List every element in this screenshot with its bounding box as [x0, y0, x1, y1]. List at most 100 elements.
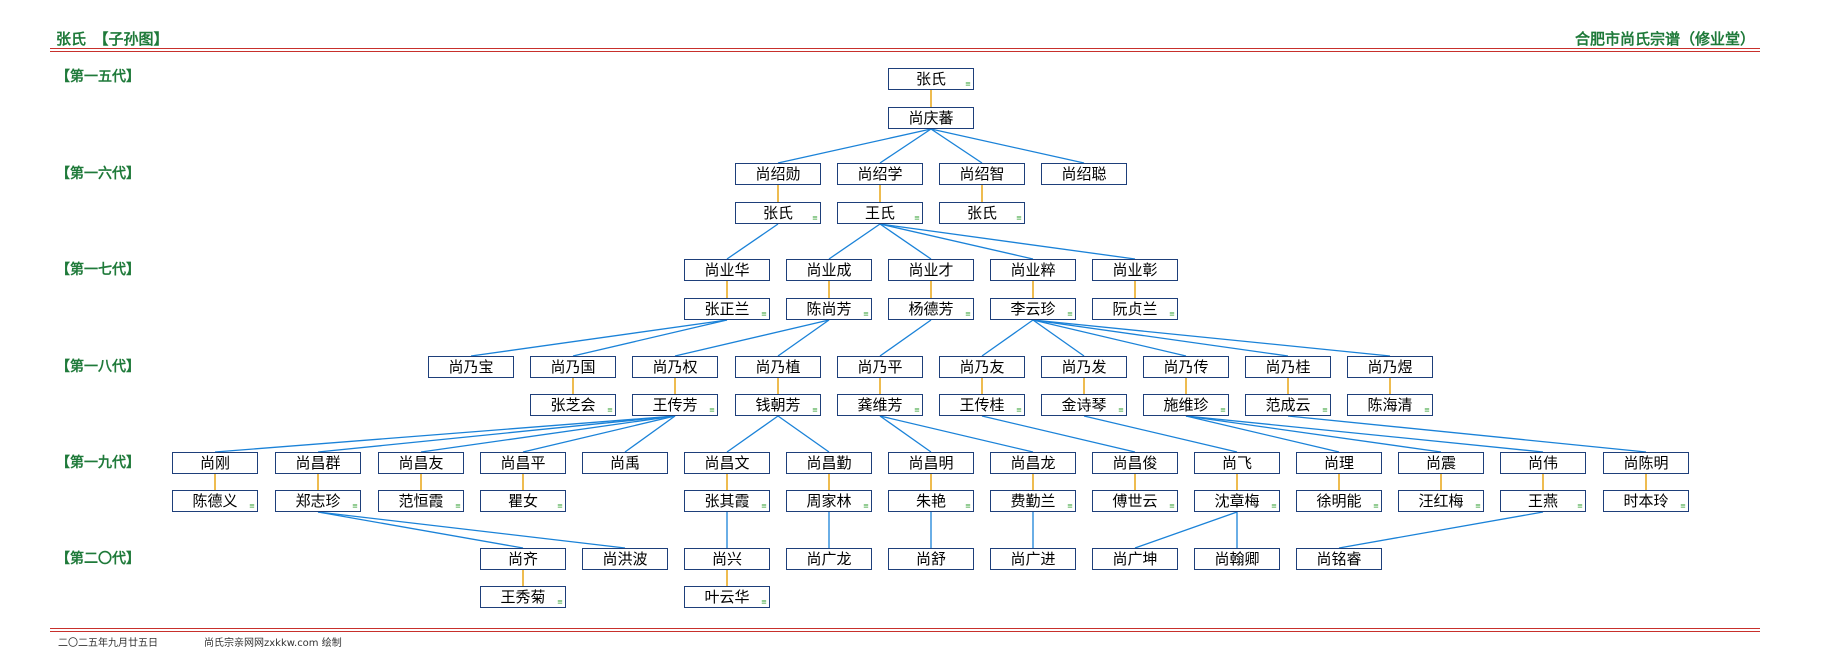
person-node[interactable]: 尚昌文 — [684, 452, 770, 474]
person-node[interactable]: 尚乃友 — [939, 356, 1025, 378]
descendant-connector — [981, 415, 1136, 453]
person-name: 尚昌群 — [295, 454, 341, 472]
person-name: 陈德义 — [192, 492, 238, 510]
spouse-node[interactable]: 张芝会≡ — [530, 394, 616, 416]
spouse-node[interactable]: 王传桂≡ — [939, 394, 1025, 416]
spouse-node[interactable]: 叶云华≡ — [684, 586, 770, 608]
spouse-node[interactable]: 傅世云≡ — [1092, 490, 1178, 512]
person-node[interactable]: 尚绍聪 — [1041, 163, 1127, 185]
spouse-node[interactable]: 费勤兰≡ — [990, 490, 1076, 512]
person-node[interactable]: 尚昌勤 — [786, 452, 872, 474]
generation-label-17: 【第一七代】 — [56, 262, 140, 278]
person-node[interactable]: 尚洪波 — [582, 548, 668, 570]
spouse-node[interactable]: 张其霞≡ — [684, 490, 770, 512]
descendant-connector — [981, 319, 1034, 357]
person-name: 朱艳 — [915, 492, 946, 510]
person-name: 郑志珍 — [295, 492, 341, 510]
person-node[interactable]: 尚业才 — [888, 259, 974, 281]
descendant-connector — [317, 511, 626, 549]
person-node[interactable]: 尚乃植 — [735, 356, 821, 378]
spouse-marker-icon: ≡ — [1424, 406, 1430, 414]
person-name: 尚铭睿 — [1316, 550, 1362, 568]
person-node[interactable]: 尚乃传 — [1143, 356, 1229, 378]
spouse-node[interactable]: 陈海清≡ — [1347, 394, 1433, 416]
person-node[interactable]: 尚绍智 — [939, 163, 1025, 185]
person-node[interactable]: 尚刚 — [172, 452, 258, 474]
spouse-marker-icon: ≡ — [863, 502, 869, 510]
person-node[interactable]: 尚陈明 — [1603, 452, 1689, 474]
spouse-node[interactable]: 王燕≡ — [1500, 490, 1586, 512]
spouse-node[interactable]: 徐明能≡ — [1296, 490, 1382, 512]
spouse-node[interactable]: 王传芳≡ — [632, 394, 718, 416]
person-node[interactable]: 尚庆蕃 — [888, 107, 974, 129]
spouse-node[interactable]: 张正兰≡ — [684, 298, 770, 320]
spouse-node[interactable]: 郑志珍≡ — [275, 490, 361, 512]
person-node[interactable]: 尚昌平 — [480, 452, 566, 474]
person-node[interactable]: 尚乃煜 — [1347, 356, 1433, 378]
spouse-node[interactable]: 王秀菊≡ — [480, 586, 566, 608]
generation-label-15: 【第一五代】 — [56, 69, 140, 85]
person-node[interactable]: 尚舒 — [888, 548, 974, 570]
person-name: 尚乃平 — [857, 358, 903, 376]
descendant-connector — [777, 415, 830, 453]
person-node[interactable]: 尚昌俊 — [1092, 452, 1178, 474]
spouse-node[interactable]: 张氏≡ — [939, 202, 1025, 224]
person-name: 尚洪波 — [602, 550, 648, 568]
spouse-node[interactable]: 瞿女≡ — [480, 490, 566, 512]
person-node[interactable]: 尚乃国 — [530, 356, 616, 378]
person-node[interactable]: 尚昌友 — [378, 452, 464, 474]
person-node[interactable]: 尚齐 — [480, 548, 566, 570]
person-node[interactable]: 尚理 — [1296, 452, 1382, 474]
person-node[interactable]: 尚禹 — [582, 452, 668, 474]
person-node[interactable]: 尚业彰 — [1092, 259, 1178, 281]
person-name: 王秀菊 — [500, 588, 546, 606]
spouse-node[interactable]: 张氏≡ — [735, 202, 821, 224]
spouse-node[interactable]: 范恒霞≡ — [378, 490, 464, 512]
person-node[interactable]: 尚乃宝 — [428, 356, 514, 378]
spouse-node[interactable]: 时本玲≡ — [1603, 490, 1689, 512]
spouse-node[interactable]: 陈尚芳≡ — [786, 298, 872, 320]
person-node[interactable]: 尚伟 — [1500, 452, 1586, 474]
person-node[interactable]: 尚乃桂 — [1245, 356, 1331, 378]
person-node[interactable]: 尚广龙 — [786, 548, 872, 570]
person-node[interactable]: 尚业粹 — [990, 259, 1076, 281]
descendant-connector — [1032, 319, 1289, 357]
spouse-node[interactable]: 施维珍≡ — [1143, 394, 1229, 416]
person-node[interactable]: 尚乃发 — [1041, 356, 1127, 378]
spouse-node[interactable]: 汪红梅≡ — [1398, 490, 1484, 512]
spouse-node[interactable]: 沈章梅≡ — [1194, 490, 1280, 512]
person-node[interactable]: 尚兴 — [684, 548, 770, 570]
spouse-node[interactable]: 金诗琴≡ — [1041, 394, 1127, 416]
person-node[interactable]: 尚乃平 — [837, 356, 923, 378]
person-name: 傅世云 — [1112, 492, 1158, 510]
person-node[interactable]: 尚震 — [1398, 452, 1484, 474]
person-node[interactable]: 尚乃权 — [632, 356, 718, 378]
spouse-node[interactable]: 范成云≡ — [1245, 394, 1331, 416]
spouse-node[interactable]: 朱艳≡ — [888, 490, 974, 512]
person-node[interactable]: 尚铭睿 — [1296, 548, 1382, 570]
person-node[interactable]: 尚广进 — [990, 548, 1076, 570]
spouse-node[interactable]: 杨德芳≡ — [888, 298, 974, 320]
spouse-marker-icon: ≡ — [914, 406, 920, 414]
spouse-node[interactable]: 龚维芳≡ — [837, 394, 923, 416]
spouse-node[interactable]: 王氏≡ — [837, 202, 923, 224]
person-node[interactable]: 尚绍勋 — [735, 163, 821, 185]
person-node[interactable]: 尚业华 — [684, 259, 770, 281]
spouse-node[interactable]: 张氏≡ — [888, 68, 974, 90]
spouse-node[interactable]: 陈德义≡ — [172, 490, 258, 512]
spouse-node[interactable]: 阮贞兰≡ — [1092, 298, 1178, 320]
person-node[interactable]: 尚昌明 — [888, 452, 974, 474]
spouse-node[interactable]: 钱朝芳≡ — [735, 394, 821, 416]
person-node[interactable]: 尚翰卿 — [1194, 548, 1280, 570]
spouse-node[interactable]: 李云珍≡ — [990, 298, 1076, 320]
person-node[interactable]: 尚昌群 — [275, 452, 361, 474]
person-node[interactable]: 尚业成 — [786, 259, 872, 281]
person-node[interactable]: 尚绍学 — [837, 163, 923, 185]
person-node[interactable]: 尚广坤 — [1092, 548, 1178, 570]
spouse-marker-icon: ≡ — [709, 406, 715, 414]
person-node[interactable]: 尚飞 — [1194, 452, 1280, 474]
spouse-node[interactable]: 周家林≡ — [786, 490, 872, 512]
person-node[interactable]: 尚昌龙 — [990, 452, 1076, 474]
spouse-marker-icon: ≡ — [1373, 502, 1379, 510]
descendant-connector — [1185, 415, 1442, 453]
